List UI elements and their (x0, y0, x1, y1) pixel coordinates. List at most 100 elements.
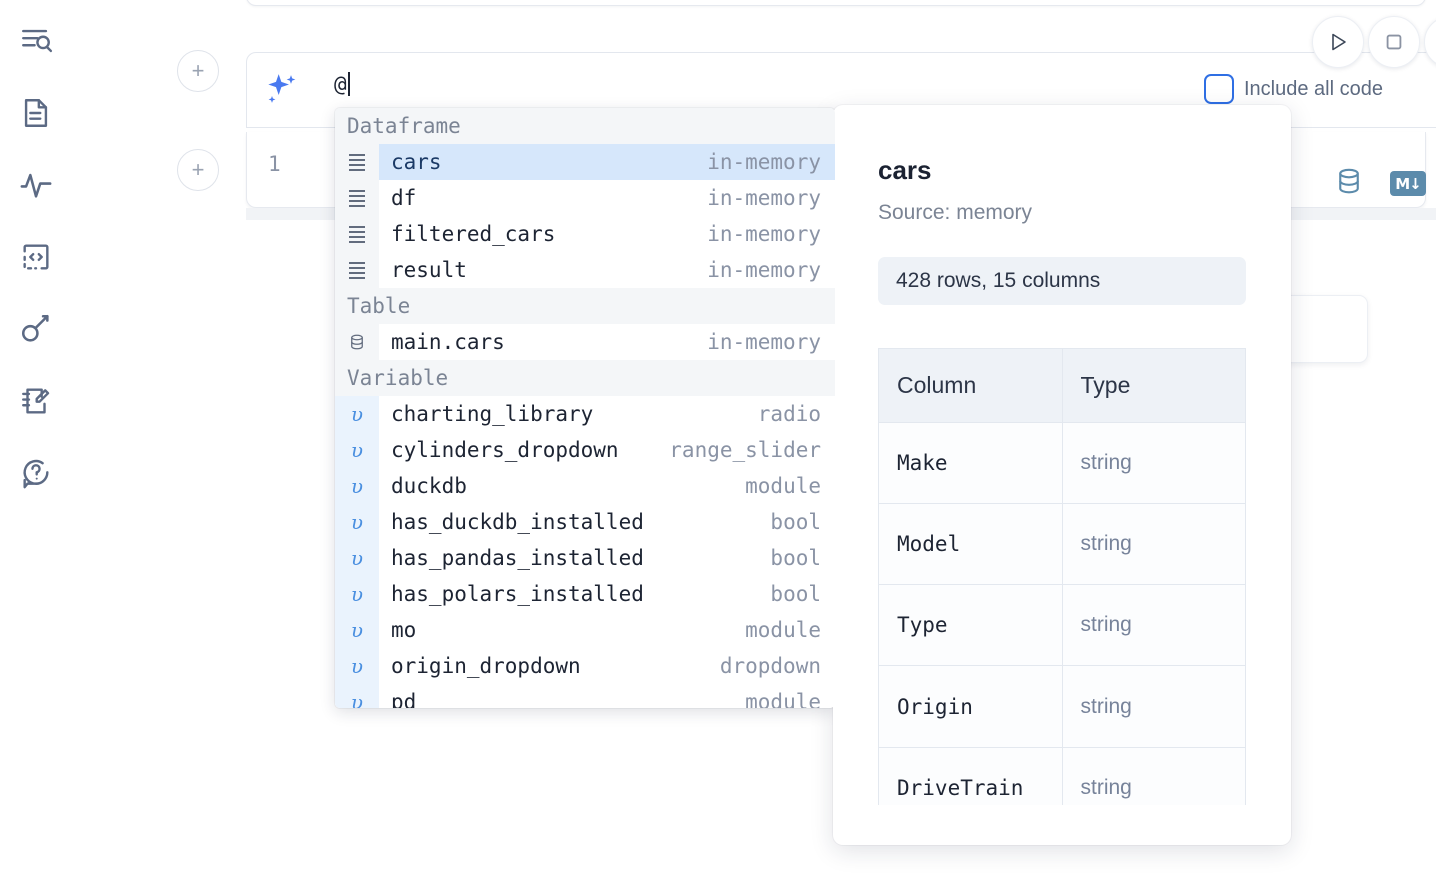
autocomplete-item-label: has_polars_installed (391, 582, 644, 606)
snippets-code-icon[interactable] (12, 230, 60, 284)
autocomplete-item-meta: range_slider (669, 438, 821, 462)
autocomplete-item-meta: in-memory (707, 258, 821, 282)
scratchpad-icon[interactable] (12, 374, 60, 428)
cell-column-type: string (1061, 503, 1246, 586)
cell-column-type: string (1061, 584, 1246, 667)
autocomplete-item[interactable]: υ cylinders_dropdown range_slider (335, 432, 835, 468)
secrets-key-icon[interactable] (12, 302, 60, 356)
help-icon[interactable] (12, 446, 60, 500)
variable-icon: υ (335, 540, 379, 576)
add-cell-button-bottom[interactable]: + (177, 149, 219, 191)
variable-icon: υ (335, 468, 379, 504)
left-icon-rail (0, 0, 72, 874)
explore-icon[interactable] (12, 14, 60, 68)
markdown-icon[interactable]: M↓ (1390, 171, 1426, 196)
sparkles-icon (262, 70, 302, 110)
autocomplete-item-meta: in-memory (707, 222, 821, 246)
cell-column-name: DriveTrain (878, 746, 1063, 805)
autocomplete-item-label: has_pandas_installed (391, 546, 644, 570)
autocomplete-item-meta: module (745, 474, 821, 498)
autocomplete-item-meta: bool (770, 582, 821, 606)
ai-prompt-value: @ (334, 72, 347, 96)
column-header-type: Type (1061, 348, 1246, 423)
autocomplete-item-label: origin_dropdown (391, 654, 581, 678)
preview-clip: cars Source: memory 428 rows, 15 columns… (833, 105, 1291, 805)
autocomplete-item-label: charting_library (391, 402, 594, 426)
cell-above-partial (246, 0, 1426, 6)
autocomplete-item-label: main.cars (391, 330, 505, 354)
cell-column-name: Type (878, 584, 1063, 667)
add-cell-button-top[interactable]: + (177, 50, 219, 92)
text-caret (347, 72, 350, 96)
autocomplete-item-label: cars (379, 144, 708, 180)
dataframe-icon (335, 216, 379, 252)
autocomplete-item-meta: dropdown (719, 654, 821, 678)
autocomplete-item-meta: radio (757, 402, 821, 426)
autocomplete-item[interactable]: υ charting_library radio (335, 396, 835, 432)
autocomplete-group-header: Table (335, 288, 835, 324)
cell-column-name: Make (878, 421, 1063, 505)
autocomplete-group-header: Variable (335, 360, 835, 396)
table-header-row: Column Type (878, 348, 1246, 423)
autocomplete-item-meta: module (745, 690, 821, 708)
preview-source: Source: memory (878, 201, 1033, 224)
include-all-code-row[interactable]: Include all code (1204, 74, 1383, 104)
dataframe-icon (335, 144, 379, 180)
table-icon (335, 324, 379, 360)
variable-icon: υ (335, 504, 379, 540)
autocomplete-item[interactable]: υ has_pandas_installed bool (335, 540, 835, 576)
autocomplete-item-label: pd (391, 690, 417, 708)
autocomplete-item-label: duckdb (391, 474, 467, 498)
autocomplete-item-label: df (391, 186, 417, 210)
autocomplete-item-meta: bool (770, 546, 821, 570)
autocomplete-item-meta: in-memory (707, 330, 821, 354)
include-all-code-checkbox[interactable] (1204, 74, 1234, 104)
autocomplete-item-meta: bool (770, 510, 821, 534)
cell-column-type: string (1061, 421, 1246, 505)
cell-column-name: Origin (878, 665, 1063, 748)
cell-column-type: string (1061, 665, 1246, 748)
variable-icon: υ (335, 432, 379, 468)
autocomplete-item-meta: in-memory (707, 144, 835, 180)
variable-icon: υ (335, 612, 379, 648)
dataframe-icon (335, 180, 379, 216)
autocomplete-item[interactable]: υ has_duckdb_installed bool (335, 504, 835, 540)
column-header-column: Column (878, 348, 1063, 423)
autocomplete-item[interactable]: main.cars in-memory (335, 324, 835, 360)
variable-icon: υ (335, 396, 379, 432)
autocomplete-item[interactable]: υ has_polars_installed bool (335, 576, 835, 612)
autocomplete-item-label: has_duckdb_installed (391, 510, 644, 534)
run-button[interactable] (1312, 16, 1364, 68)
variables-icon[interactable] (12, 158, 60, 212)
ai-prompt-input[interactable]: @ (334, 72, 350, 96)
autocomplete-item-meta: module (745, 618, 821, 642)
autocomplete-item-label: cylinders_dropdown (391, 438, 619, 462)
dataset-preview-panel: cars Source: memory 428 rows, 15 columns… (833, 105, 1291, 845)
line-number: 1 (268, 152, 281, 176)
database-icon[interactable] (1334, 166, 1364, 201)
file-icon[interactable] (12, 86, 60, 140)
cell-column-name: Model (878, 503, 1063, 586)
dataframe-icon (335, 252, 379, 288)
stop-button[interactable] (1368, 16, 1420, 68)
autocomplete-item-label: mo (391, 618, 417, 642)
variable-icon: υ (335, 576, 379, 612)
